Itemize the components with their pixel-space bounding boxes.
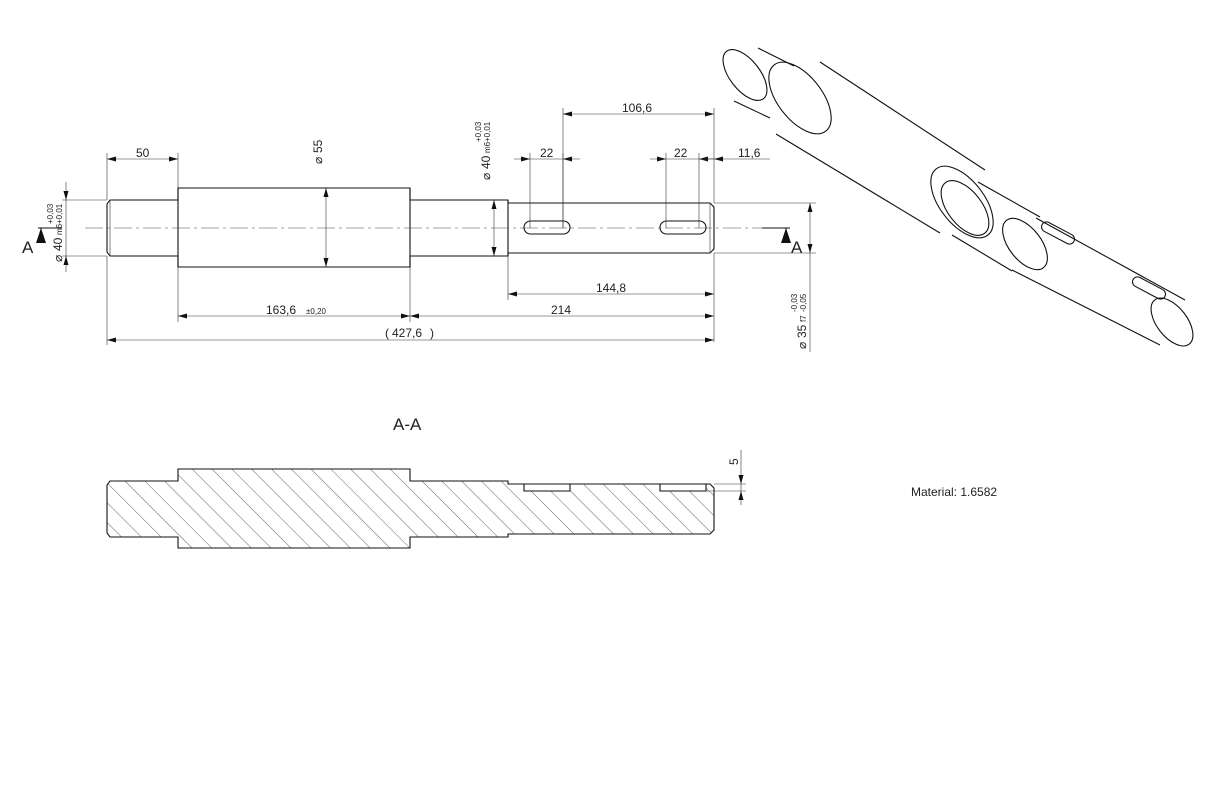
- dim-diameter-35: ⌀ 35 f7 -0,03 -0,05: [714, 202, 816, 352]
- svg-text:5: 5: [727, 458, 741, 465]
- svg-text:11,6: 11,6: [738, 146, 761, 160]
- dim-diameter-55: ⌀ 55: [311, 139, 329, 267]
- svg-text:50: 50: [136, 146, 150, 160]
- svg-text:(: (: [385, 326, 389, 340]
- dim-427-6: ( 427,6 ): [106, 256, 714, 345]
- svg-text:-0,05: -0,05: [799, 293, 808, 312]
- front-view: A A 50 ⌀ 55: [22, 101, 816, 352]
- dim-5: 5: [706, 450, 746, 505]
- section-title: A-A: [393, 415, 422, 434]
- svg-text:±0,20: ±0,20: [306, 307, 327, 316]
- dim-22-right: 22: [650, 146, 714, 228]
- svg-text:+0,03: +0,03: [474, 121, 483, 142]
- svg-text:163,6: 163,6: [266, 303, 296, 317]
- svg-text:22: 22: [540, 146, 554, 160]
- svg-text:214: 214: [551, 303, 571, 317]
- svg-text:⌀: ⌀: [51, 255, 65, 262]
- svg-text:55: 55: [311, 139, 325, 153]
- isometric-view: [722, 47, 1194, 347]
- dim-22-left: 22: [514, 146, 580, 228]
- dim-106-6: 106,6: [562, 101, 715, 228]
- dim-diameter-40-left: ⌀ 40 m6 +0,03 +0,01: [46, 182, 107, 272]
- dim-diameter-40-middle: ⌀ 40 m6 +0,03 +0,01: [474, 121, 497, 256]
- svg-text:40: 40: [479, 155, 493, 169]
- dim-144-8: 144,8: [507, 253, 715, 342]
- svg-text:⌀: ⌀: [479, 173, 493, 180]
- dim-214: 214: [410, 303, 714, 319]
- section-marker-left: A: [22, 238, 34, 257]
- keyway-left: [523, 220, 571, 235]
- dim-11-6: 11,6: [699, 146, 770, 162]
- dim-50: 50: [106, 146, 179, 200]
- svg-text:f7: f7: [799, 315, 808, 322]
- svg-text:144,8: 144,8: [596, 281, 626, 295]
- svg-text:+0,01: +0,01: [55, 203, 64, 224]
- section-hatch: [106, 468, 715, 549]
- svg-text:+0,01: +0,01: [483, 121, 492, 142]
- section-view-a-a: A-A 5: [106, 415, 746, 549]
- svg-text:⌀: ⌀: [795, 342, 809, 349]
- svg-text:m6: m6: [55, 223, 64, 235]
- section-marker-right: A: [791, 238, 803, 257]
- svg-text:35: 35: [795, 324, 809, 338]
- svg-text:+0,03: +0,03: [46, 203, 55, 224]
- dim-163-6: 163,6 ±0,20: [177, 267, 411, 322]
- svg-text:-0,03: -0,03: [790, 293, 799, 312]
- keyway-right: [659, 220, 707, 235]
- svg-text:106,6: 106,6: [622, 101, 652, 115]
- svg-text:22: 22: [674, 146, 688, 160]
- svg-text:40: 40: [51, 237, 65, 251]
- svg-text:): ): [430, 326, 434, 340]
- svg-text:m6: m6: [483, 141, 492, 153]
- svg-text:⌀: ⌀: [311, 157, 325, 164]
- svg-text:427,6: 427,6: [392, 326, 422, 340]
- material-note: Material: 1.6582: [911, 485, 997, 499]
